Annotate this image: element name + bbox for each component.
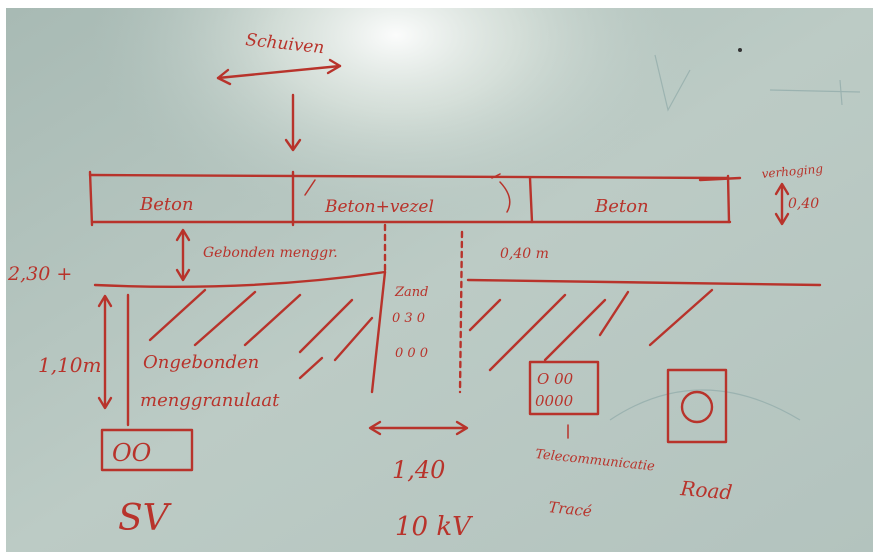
label-beton-vezel: Beton+vezel (324, 197, 434, 217)
label-tel-2: Tracé (548, 498, 593, 520)
tel-cable-box-row-1: O 00 (537, 370, 574, 388)
double-arrow (216, 64, 342, 80)
label-zand-cables-1: 0 3 0 (392, 311, 425, 326)
label-ongebonden-1: Ongebonden (143, 352, 259, 373)
board-dot (738, 48, 742, 52)
label-dim-040m: 0,40 m (500, 246, 549, 262)
label-verhoging: verhoging (761, 162, 824, 181)
label-gebonden: Gebonden menggr. (203, 245, 338, 261)
label-zand: Zand (394, 285, 428, 300)
sv-cable-box-cells: OO (112, 439, 152, 467)
label-dim-040: 0,40 (788, 196, 819, 212)
diagram-strokes (88, 58, 822, 472)
slab-top (88, 173, 730, 180)
trench-wall-left (370, 270, 387, 394)
road-cable (680, 390, 714, 424)
trench-wall-right (458, 230, 464, 394)
tel-cable-box-row-2: 0000 (535, 392, 574, 410)
sv-cable-box (100, 428, 194, 472)
slab-joint-2 (528, 176, 534, 224)
road-box (666, 368, 728, 444)
tel-cable-box (528, 360, 600, 416)
label-beton-right: Beton (594, 196, 649, 217)
faint-background-marks (609, 54, 861, 421)
label-level: 2,30 + (7, 263, 72, 285)
label-road: Road (679, 476, 734, 505)
label-dim-110: 1,10m (38, 353, 102, 377)
glare (6, 8, 873, 552)
label-sv: SV (118, 498, 173, 539)
label-ongebonden-2: menggranulaat (140, 390, 280, 411)
label-dim-140: 1,40 (392, 456, 445, 484)
ground-line (93, 270, 387, 289)
label-zand-cables-2: 0 0 0 (395, 346, 428, 361)
label-beton-left: Beton (139, 194, 194, 215)
label-10kv: 10 kV (395, 512, 473, 542)
